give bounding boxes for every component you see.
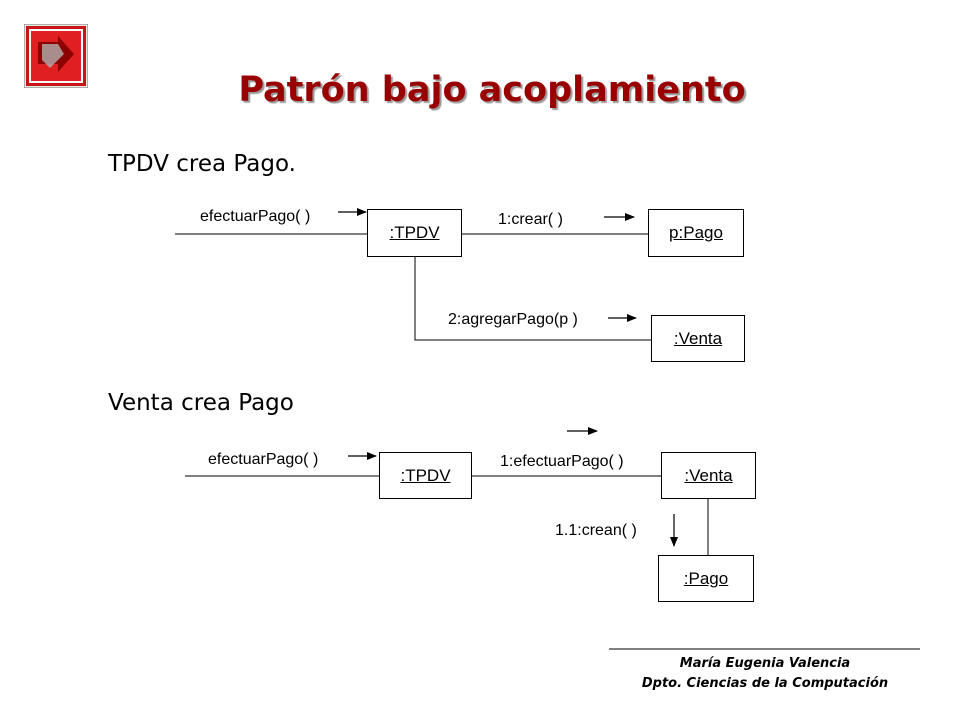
s2-venta-object: :Venta <box>661 452 756 499</box>
s2-msg2-label: 1.1:crean( ) <box>555 522 637 539</box>
s1-tpdv-object: :TPDV <box>367 209 462 257</box>
s1-pago-object: p:Pago <box>648 209 744 257</box>
section2-heading: Venta crea Pago <box>108 390 294 416</box>
section1-heading: TPDV crea Pago. <box>108 151 296 177</box>
s2-msg1-label: 1:efectuarPago( ) <box>500 453 624 470</box>
s1-incoming-message-label: efectuarPago( ) <box>200 208 311 225</box>
s1-pago-label: p:Pago <box>669 223 723 242</box>
footer-department: Dpto. Ciencias de la Computación <box>641 676 889 691</box>
footer-author: María Eugenia Valencia <box>679 656 851 671</box>
s2-pago-object: :Pago <box>658 555 754 602</box>
page-title: Patrón bajo acoplamiento <box>238 70 746 110</box>
s1-tpdv-label: :TPDV <box>389 223 440 242</box>
s1-venta-label: :Venta <box>673 328 723 348</box>
s2-incoming-message-label: efectuarPago( ) <box>208 451 319 468</box>
s2-tpdv-object: :TPDV <box>379 452 472 499</box>
s1-venta-object: :Venta <box>651 315 745 362</box>
s2-tpdv-label: :TPDV <box>400 465 451 485</box>
s1-msg1-label: 1:crear( ) <box>498 211 563 228</box>
s2-venta-label: :Venta <box>684 465 733 485</box>
s1-msg2-label: 2:agregarPago(p ) <box>448 311 578 328</box>
s1-link-tpdv-venta <box>414 257 651 341</box>
s2-pago-label: :Pago <box>683 568 729 588</box>
